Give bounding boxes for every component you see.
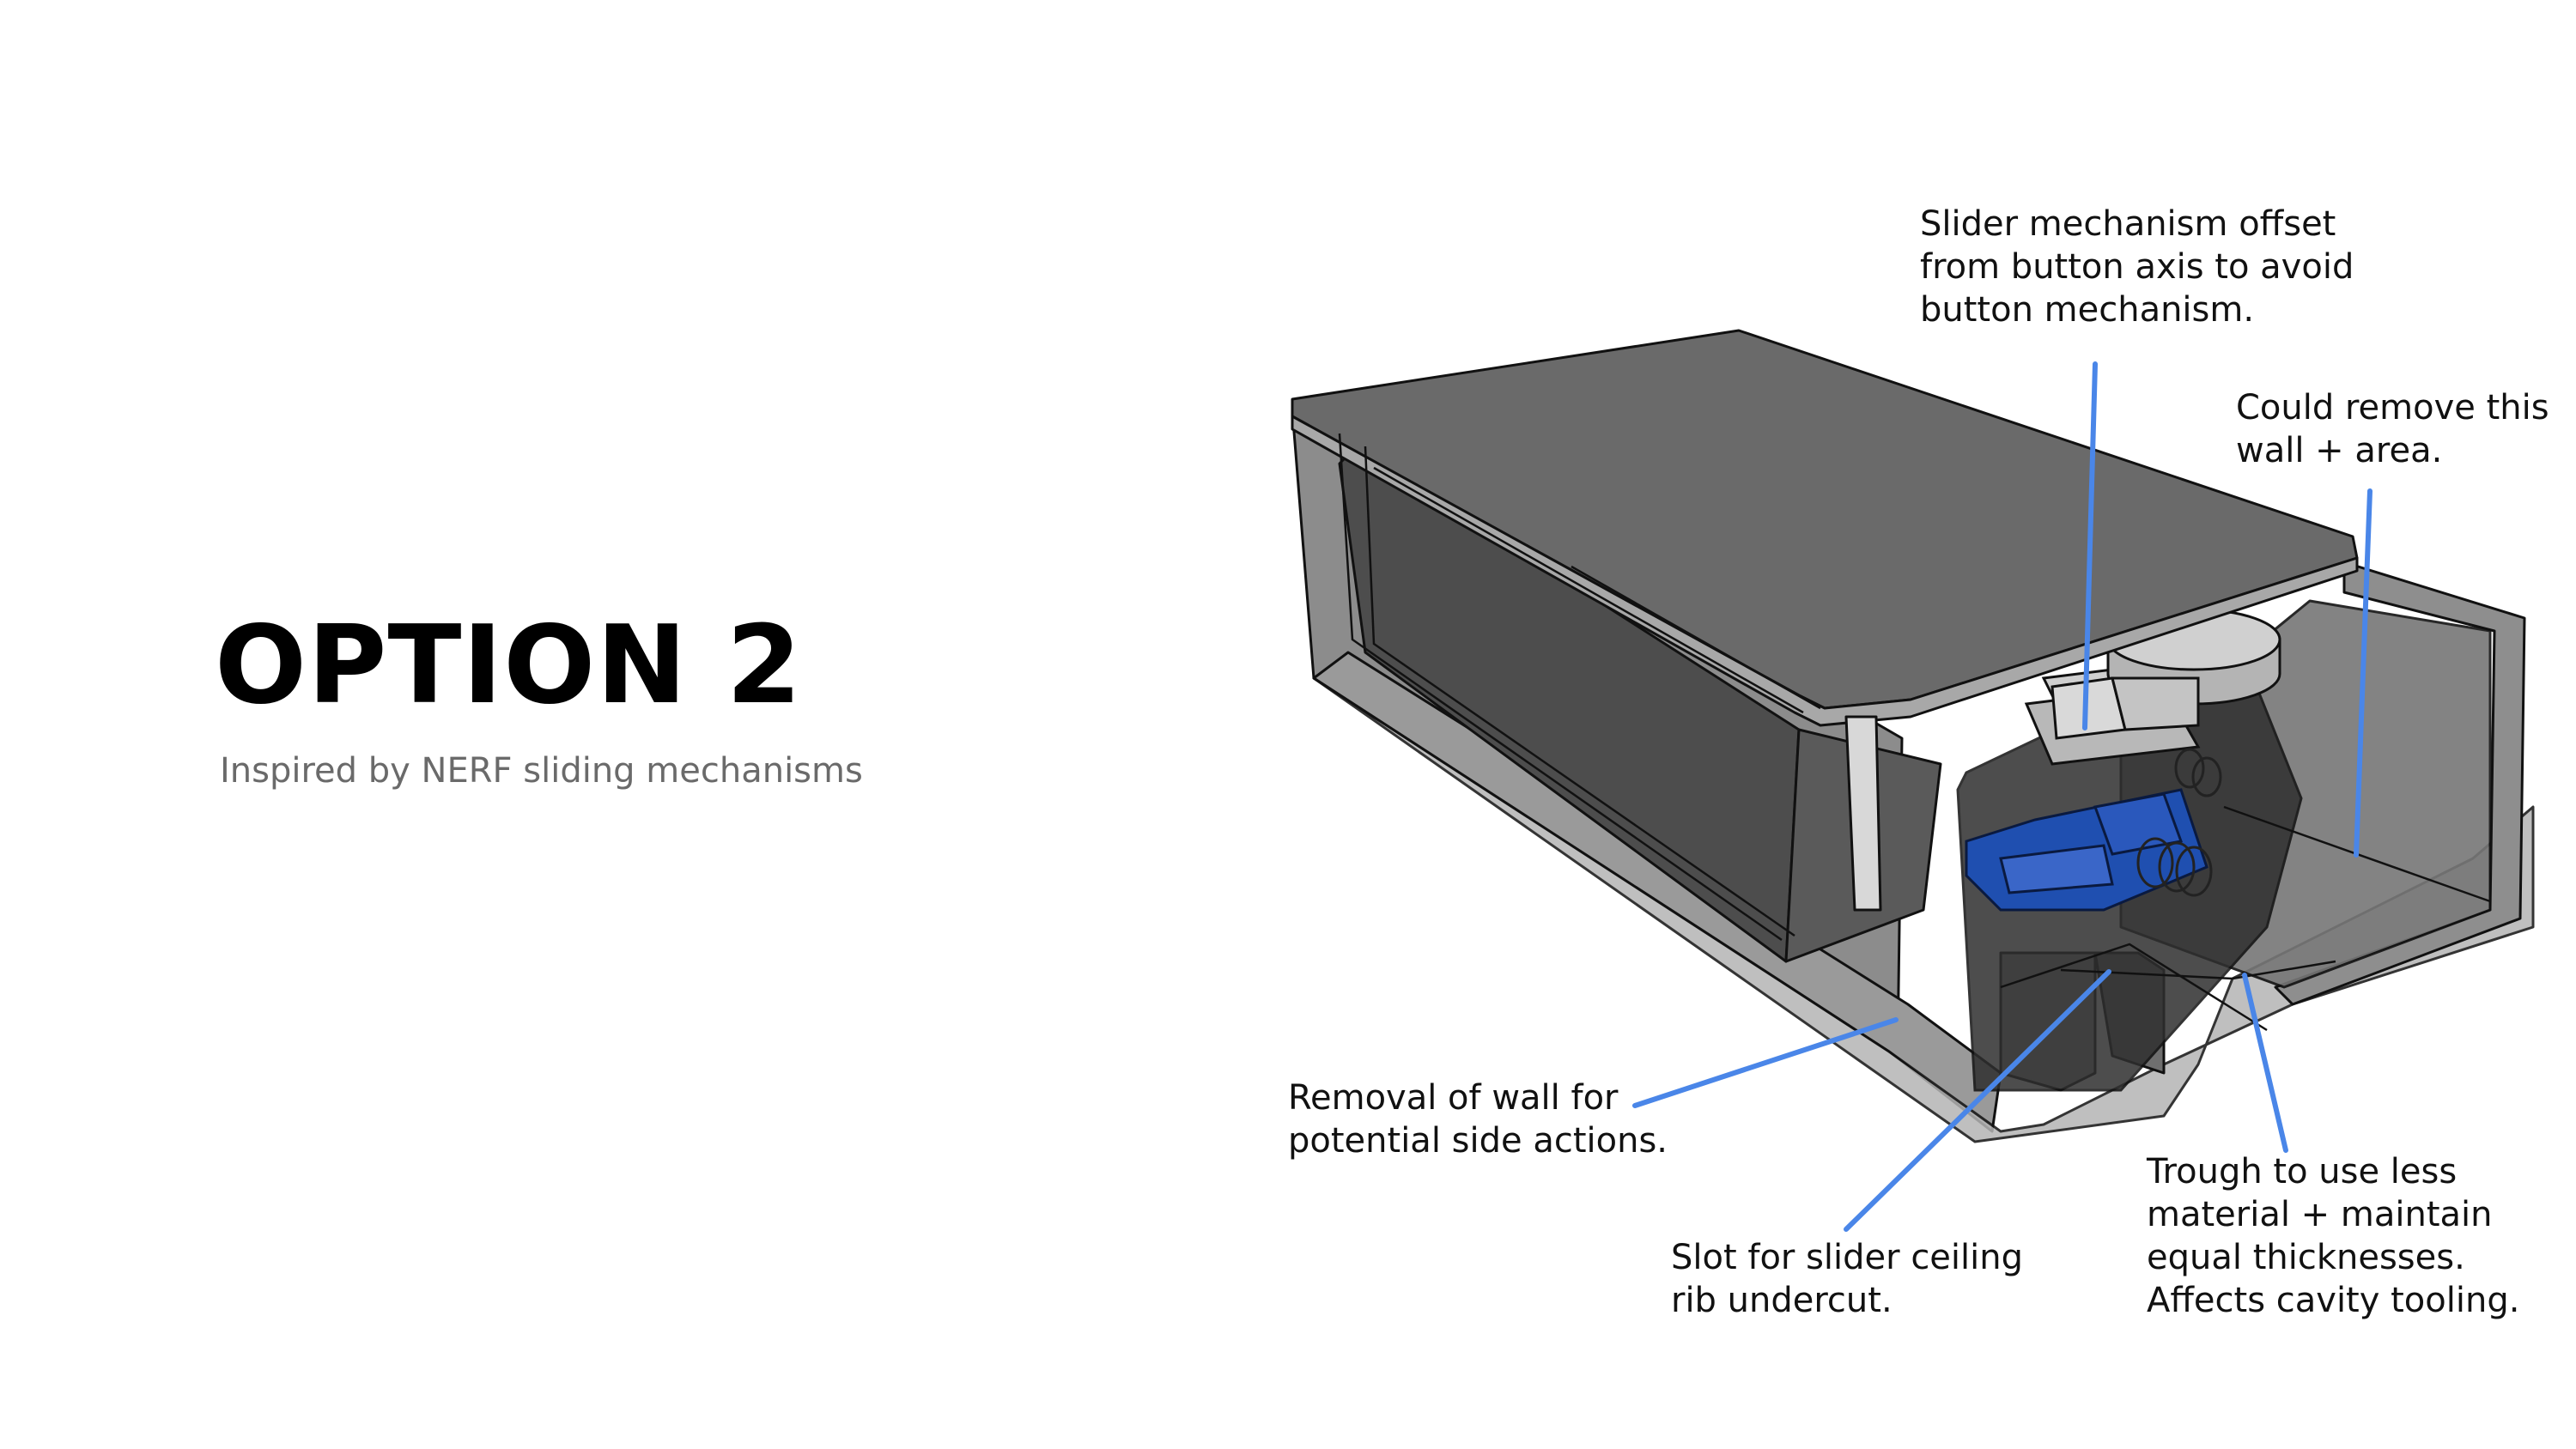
callout-lines (1632, 361, 2372, 1232)
callout-line-side-actions (1632, 1017, 1899, 1108)
slide-title: OPTION 2 (215, 602, 803, 728)
callout-line-trough (2242, 973, 2288, 1153)
callout-line-remove-wall (2354, 488, 2372, 858)
spring-coils (2136, 748, 2222, 897)
callout-line-slot-rib (1844, 969, 2111, 1232)
callout-remove-wall: Could remove this wall + area. (2236, 388, 2549, 470)
callout-slider-offset: Slider mechanism offset from button axis… (1920, 204, 2354, 330)
slide-subtitle: Inspired by NERF sliding mechanisms (220, 751, 863, 791)
button-cylinder (2050, 608, 2281, 740)
callout-line-slider-offset (2082, 361, 2098, 731)
lid-plate (1291, 329, 2359, 912)
callout-side-actions: Removal of wall for potential side actio… (1288, 1078, 1668, 1161)
callout-slot-rib: Slot for slider ceiling rib undercut. (1671, 1238, 2023, 1320)
edge-lines (1338, 433, 2491, 1032)
callout-trough: Trough to use less material + maintain e… (2147, 1152, 2520, 1320)
